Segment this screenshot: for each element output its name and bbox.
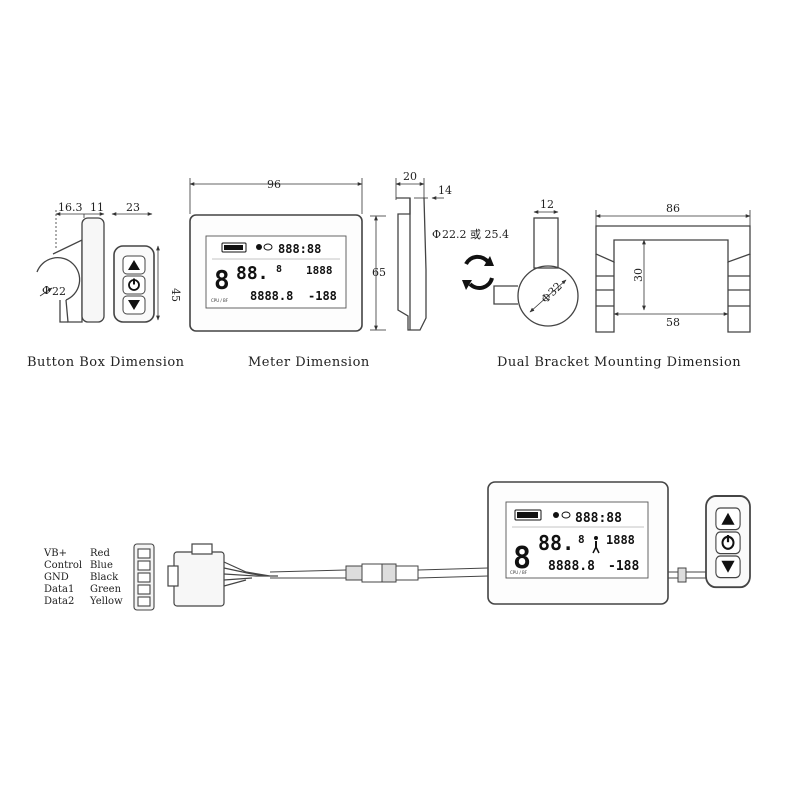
assembled-temp-digits: -188 [608, 559, 639, 574]
bracket-dimension-lines [533, 210, 751, 316]
dim-30: 30 [632, 268, 645, 282]
dim-58: 58 [666, 316, 680, 329]
meter-assembled-view: 888:88 8 88. 8 1888 CPU / BF 8888.8 -188 [487, 481, 669, 605]
assembled-odo-digits: 8888.8 [548, 559, 595, 574]
dim-phi-22: 22 [52, 285, 66, 298]
button-box-dimension-lines [39, 210, 160, 321]
meter-temp-digits: -188 [308, 289, 337, 303]
meter-speed: 88. [236, 263, 269, 284]
connector-end-view [133, 543, 155, 611]
wire-color-yellow: Yellow [89, 596, 123, 607]
dim-tube-symbol: Φ [432, 228, 441, 241]
wire-signal-data1: Data1 [44, 584, 74, 595]
dim-phi-22-symbol: Φ [42, 284, 51, 297]
meter-top-digits: 888:88 [278, 242, 321, 256]
caption-button-box: Button Box Dimension [27, 355, 185, 370]
assembled-big-digit: 8 [513, 541, 531, 576]
meter-trip-digits: 1888 [306, 264, 333, 277]
dim-96: 96 [267, 178, 281, 191]
dim-11: 11 [90, 201, 104, 214]
button-box-side-view [36, 217, 105, 323]
dim-65: 65 [372, 266, 386, 279]
wire-color-blue: Blue [90, 560, 113, 571]
meter-small-digit: 8 [276, 264, 282, 275]
dim-86: 86 [666, 202, 680, 215]
wire-color-green: Green [90, 584, 122, 595]
dim-20: 20 [403, 170, 417, 183]
wire-color-black: Black [90, 572, 119, 583]
wire-color-red: Red [90, 548, 110, 559]
walk-icon [592, 536, 600, 554]
meter-front-view: 888:88 8 88. 8 1888 CPU / BF 8888.8 -188 [189, 214, 363, 332]
assembled-speed: 88. [538, 531, 574, 555]
meter-odo-digits: 8888.8 [250, 289, 293, 303]
dim-14: 14 [438, 184, 452, 197]
dim-tube-sizes: 22.2 或 25.4 [442, 228, 509, 241]
assembled-mode-label: CPU / BF [510, 570, 528, 575]
wire-signal-gnd: GND [44, 572, 69, 583]
dim-16-3: 16.3 [58, 201, 83, 214]
meter-side-view [396, 197, 427, 331]
caption-bracket: Dual Bracket Mounting Dimension [497, 355, 741, 370]
assembled-trip-digits: 1888 [606, 533, 635, 547]
wire-signal-vb: VB+ [43, 548, 67, 559]
dim-12: 12 [540, 198, 554, 211]
button-box-front-view [113, 245, 155, 323]
meter-mode-label: CPU / BF [211, 298, 229, 303]
assembled-top-digits: 888:88 [575, 511, 622, 526]
bracket-top-view [595, 225, 751, 333]
bracket-clamp-view [493, 217, 579, 327]
bracket-rotate-icon [462, 254, 494, 290]
dim-23: 23 [126, 201, 140, 214]
wire-signal-control: Control [44, 560, 82, 571]
caption-meter: Meter Dimension [248, 355, 370, 370]
connector-plug [167, 543, 278, 607]
wire-labels: VB+ Control GND Data1 Data2 Red Blue Bla… [43, 548, 123, 607]
dim-45: 45 [169, 288, 182, 302]
assembled-small-digit: 8 [578, 533, 585, 546]
button-pad-assembled [704, 494, 752, 589]
main-cable [269, 563, 706, 583]
meter-big-digit: 8 [214, 266, 230, 296]
wire-signal-data2: Data2 [44, 596, 74, 607]
meter-dimension-lines [189, 178, 444, 331]
